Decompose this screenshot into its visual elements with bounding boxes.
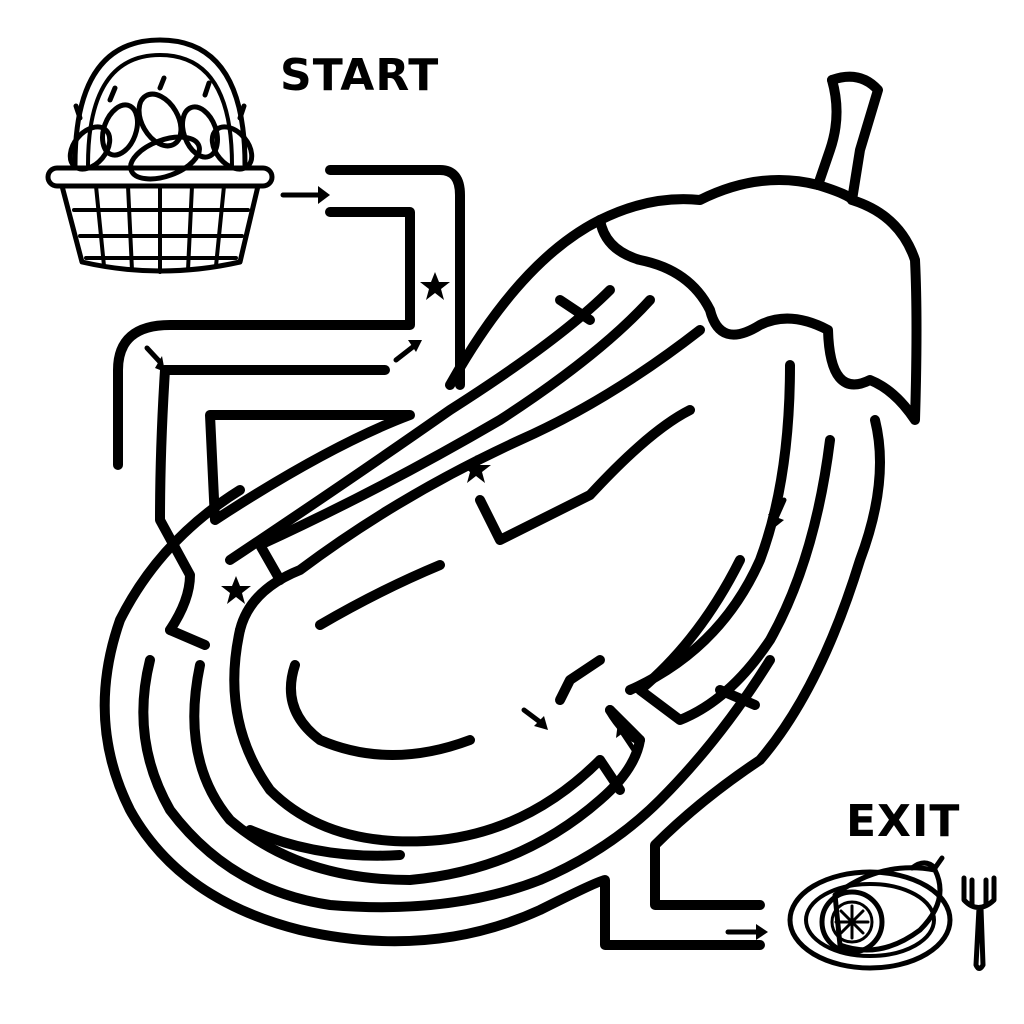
- start-label: START: [280, 50, 440, 101]
- star-icon: [420, 272, 450, 300]
- star-icon: [461, 455, 491, 483]
- eggplant-calyx: [595, 71, 922, 425]
- exit-label: EXIT: [846, 796, 961, 847]
- eggplant-basket-icon: [45, 37, 275, 274]
- star-icon: [221, 576, 251, 604]
- plate-with-eggplant-and-fork-icon: [787, 855, 997, 971]
- arrow-icon: [144, 186, 787, 940]
- maze-walls: [99, 165, 885, 950]
- star-markers: [221, 272, 491, 604]
